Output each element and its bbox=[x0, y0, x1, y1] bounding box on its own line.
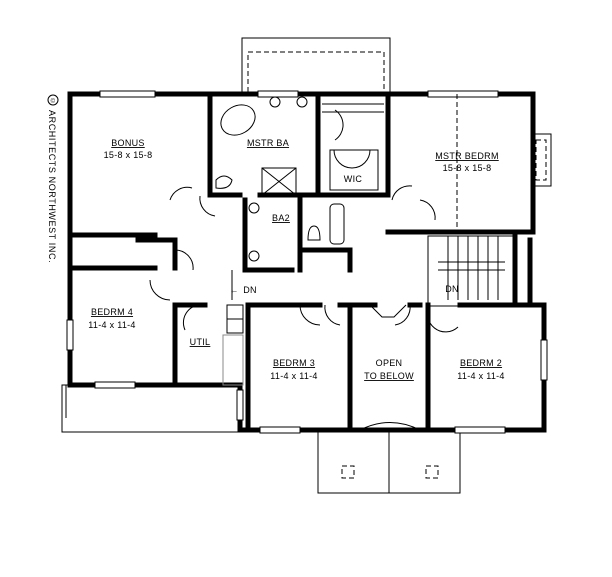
open-label-2: TO BELOW bbox=[364, 371, 414, 381]
arrow-left-icon: ← bbox=[229, 285, 238, 295]
open-label-1: OPEN bbox=[376, 358, 403, 368]
bedrm4-label: BEDRM 4 bbox=[91, 307, 133, 317]
bonus-size: 15-8 x 15-8 bbox=[104, 150, 153, 160]
bedrm3-label: BEDRM 3 bbox=[273, 358, 315, 368]
room-labels: BONUS 15-8 x 15-8 MSTR BA WIC MSTR BEDRM… bbox=[88, 138, 505, 381]
copyright-symbol: © bbox=[51, 98, 56, 105]
stairs bbox=[231, 235, 515, 307]
bonus-label: BONUS bbox=[111, 138, 145, 148]
interior-walls bbox=[67, 91, 536, 433]
bedrm2-label: BEDRM 2 bbox=[460, 358, 502, 368]
bedrm4-size: 11-4 x 11-4 bbox=[88, 320, 136, 330]
ba2-label: BA2 bbox=[272, 213, 290, 223]
mstr-ba-label: MSTR BA bbox=[247, 138, 289, 148]
mstr-bedrm-label: MSTR BEDRM bbox=[435, 151, 499, 161]
door-swings bbox=[149, 109, 459, 445]
bedrm3-size: 11-4 x 11-4 bbox=[270, 371, 318, 381]
fixtures bbox=[215, 94, 458, 386]
copyright-text: ARCHITECTS NORTHWEST INC. bbox=[47, 110, 57, 263]
dn-left-label: DN bbox=[243, 285, 257, 295]
windows bbox=[66, 90, 548, 434]
dn-right-label: DN bbox=[445, 284, 459, 294]
mstr-bedrm-size: 15-8 x 15-8 bbox=[443, 163, 492, 173]
bedrm2-size: 11-4 x 11-4 bbox=[457, 371, 505, 381]
wic-label: WIC bbox=[344, 174, 363, 184]
copyright: © ARCHITECTS NORTHWEST INC. bbox=[47, 94, 59, 263]
util-label: UTIL bbox=[190, 337, 211, 347]
